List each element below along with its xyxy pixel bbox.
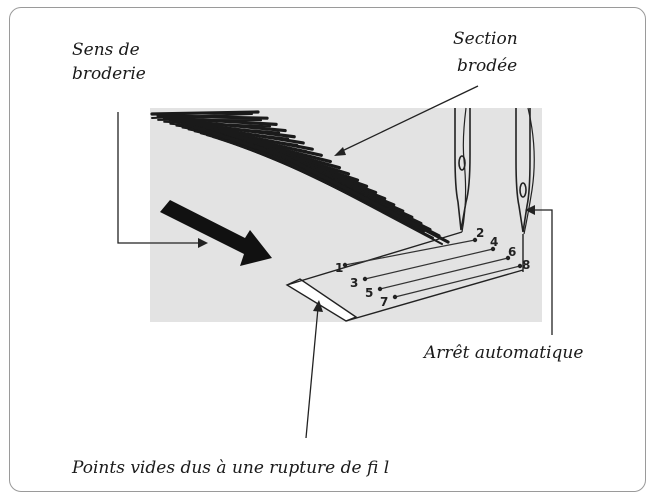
arrowhead-section-icon [334, 147, 346, 156]
needle-right-icon [515, 107, 535, 235]
embroidered-section [150, 110, 450, 245]
leader-empty-points [305, 307, 319, 439]
leader-lines [117, 85, 553, 439]
leader-section [339, 85, 479, 153]
direction-arrow-icon [160, 200, 272, 266]
stitch-number-3: 3 [350, 276, 358, 290]
arrowhead-auto-stop-icon [525, 205, 535, 215]
stitch-number-7: 7 [380, 295, 388, 309]
leader-auto-stop [532, 209, 553, 335]
stitch-number-6: 6 [508, 245, 516, 259]
stitch-lines [344, 239, 521, 298]
satin-stitch-stroke [162, 116, 278, 126]
leader-direction [117, 112, 200, 244]
stitch-number-5: 5 [365, 286, 373, 300]
satin-stitch-stroke [168, 118, 287, 133]
satin-stitch-stroke [279, 157, 443, 245]
stitch-number-2: 2 [476, 226, 484, 240]
needle-left-icon [454, 107, 471, 233]
label-section-line2: brodée [457, 56, 518, 76]
label-direction-line2: broderie [72, 64, 146, 84]
label-auto-stop: Arrêt automatique [424, 343, 584, 363]
stitch-number-1: 1 [335, 261, 343, 275]
stitch-number-8: 8 [522, 258, 530, 272]
label-empty-points: Points vides dus à une rupture de fi l [72, 458, 390, 478]
arrowhead-empty-points-icon [313, 300, 323, 312]
empty-stitch-wedge [285, 231, 524, 322]
satin-stitch-stroke [150, 110, 260, 116]
arrowhead-direction-icon [198, 238, 208, 248]
label-direction-line1: Sens de [72, 40, 140, 60]
stitch-numbers: 1 2 3 4 5 6 7 8 [335, 226, 530, 309]
fabric-panel [150, 108, 542, 322]
satin-stitch-stroke [278, 152, 450, 244]
satin-stitch-stroke [156, 114, 269, 120]
stitch-number-4: 4 [490, 235, 498, 249]
label-section-line1: Section [453, 29, 518, 49]
leader-arrowheads [198, 147, 535, 312]
stitch-points [342, 237, 523, 300]
